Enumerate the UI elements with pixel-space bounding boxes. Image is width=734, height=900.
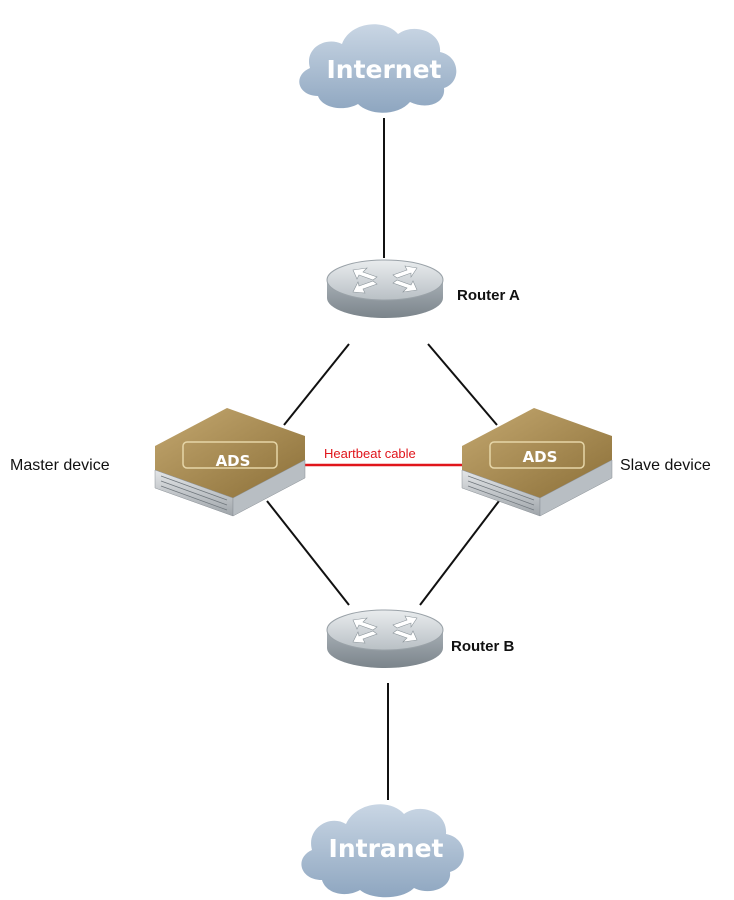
router-a-icon [326, 259, 444, 319]
intranet-cloud-icon: Intranet [301, 804, 464, 898]
slave-ads-badge: ADS [523, 448, 558, 466]
intranet-cloud-label: Intranet [329, 834, 444, 863]
internet-cloud-label: Internet [326, 55, 441, 84]
router-b-label: Router B [451, 638, 515, 655]
internet-cloud-icon: Internet [299, 24, 457, 113]
link-slave-router-b [419, 500, 500, 606]
router-a-label: Router A [457, 287, 520, 304]
slave-device-label: Slave device [620, 457, 711, 474]
link-router-a-slave [427, 343, 498, 426]
heartbeat-cable-label: Heartbeat cable [324, 446, 416, 461]
master-device-label: Master device [10, 457, 110, 474]
master-ads-badge: ADS [216, 452, 251, 470]
link-router-a-master [283, 343, 350, 426]
router-b-icon [326, 609, 444, 669]
link-master-router-b [266, 500, 350, 606]
